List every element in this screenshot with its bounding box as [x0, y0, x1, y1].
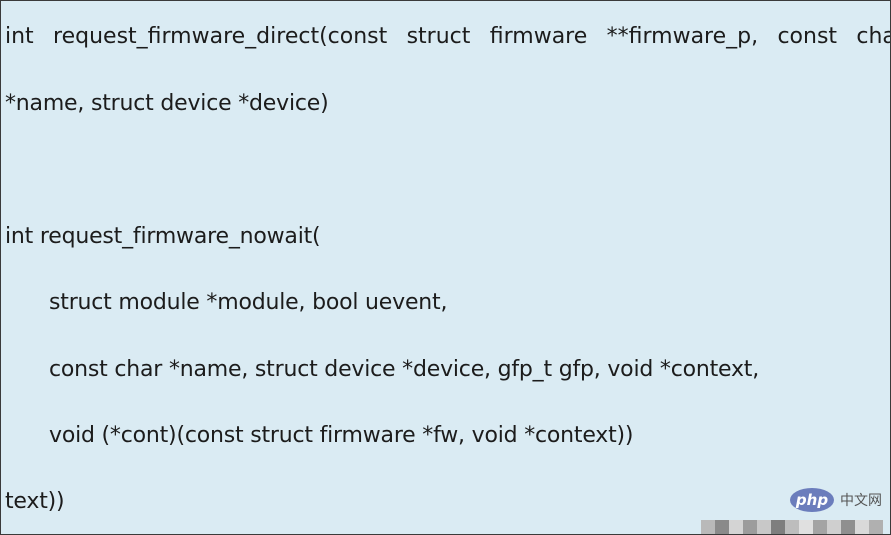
- mosaic-tile: [757, 520, 771, 534]
- mosaic-tile: [813, 520, 827, 534]
- mosaic-tile: [743, 520, 757, 534]
- code-token: const: [777, 24, 838, 49]
- code-line-8: text)): [5, 489, 65, 514]
- code-line-1: int request_firmware_direct(const struct fi…: [5, 23, 890, 51]
- code-token: firmware: [489, 24, 588, 49]
- mosaic-tile: [771, 520, 785, 534]
- code-token: **firmware_p,: [606, 24, 759, 49]
- code-line-4: int request_firmware_nowait(: [5, 224, 321, 249]
- php-logo-icon: php: [790, 488, 834, 512]
- code-token: struct: [406, 24, 471, 49]
- mosaic-tile: [715, 520, 729, 534]
- mosaic-tile: [729, 520, 743, 534]
- code-line-6: const char *name, struct device *device,…: [49, 357, 760, 382]
- mosaic-tile: [841, 520, 855, 534]
- code-line-5: struct module *module, bool uevent,: [49, 290, 448, 315]
- code-token: char: [856, 24, 890, 49]
- mosaic-tile: [855, 520, 869, 534]
- mosaic-tile: [869, 520, 883, 534]
- code-token: request_firmware_direct(const: [53, 24, 388, 49]
- pixelated-region: [701, 520, 883, 534]
- code-line-7: void (*cont)(const struct firmware *fw, …: [49, 423, 634, 448]
- php-cn-watermark: php 中文网: [790, 488, 882, 512]
- watermark-text: 中文网: [840, 493, 882, 509]
- mosaic-tile: [701, 520, 715, 534]
- code-line-2: *name, struct device *device): [5, 91, 329, 116]
- mosaic-tile: [799, 520, 813, 534]
- mosaic-tile: [827, 520, 841, 534]
- code-token: int: [5, 24, 34, 49]
- mosaic-tile: [785, 520, 799, 534]
